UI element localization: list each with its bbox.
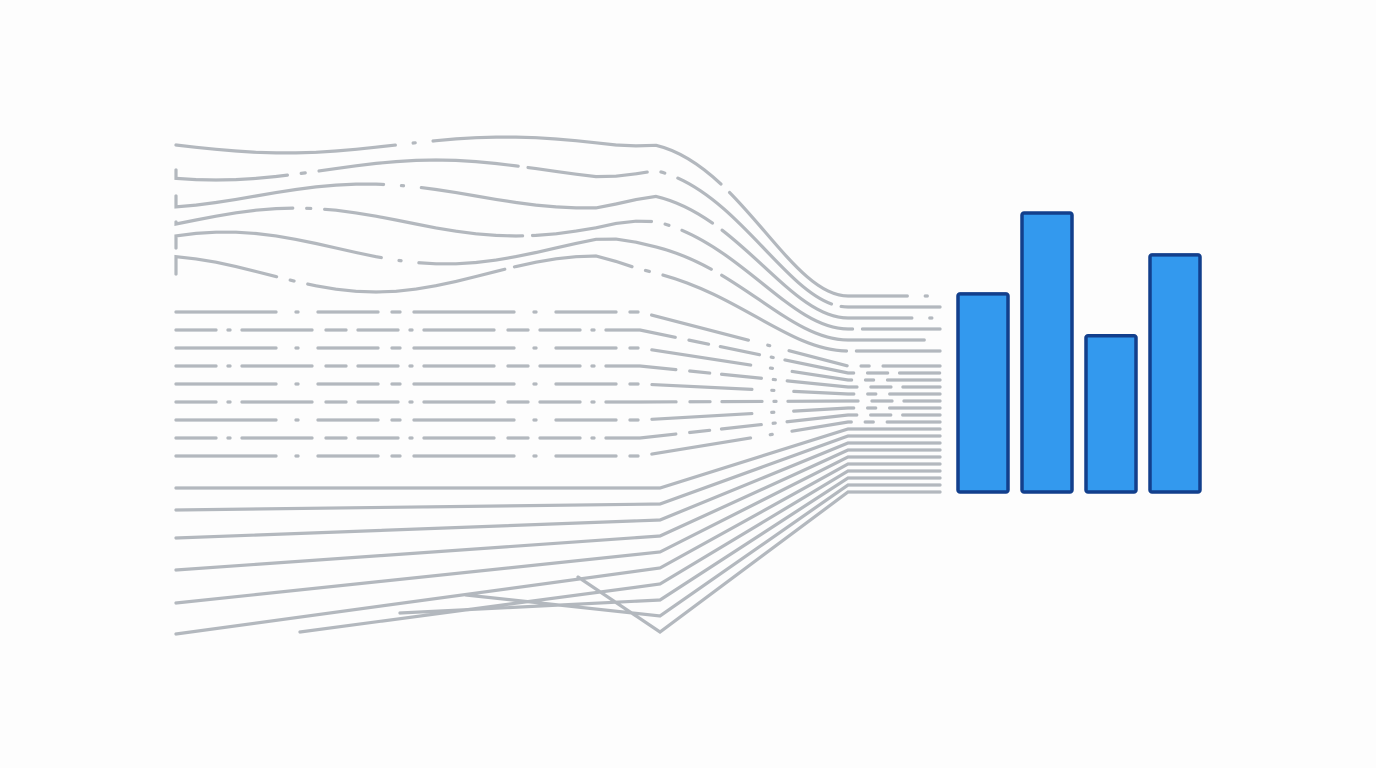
straight-data-line — [174, 441, 942, 540]
bar-4 — [1148, 253, 1202, 494]
bar-chart-icon — [956, 211, 1202, 494]
dashed-data-line — [174, 420, 942, 458]
straight-data-line — [174, 427, 942, 490]
dashed-data-line — [174, 346, 942, 382]
wavy-data-line — [174, 254, 942, 353]
converging-data-lines — [174, 135, 942, 636]
straight-data-line — [174, 455, 942, 605]
dashed-data-line — [174, 413, 942, 440]
straight-data-line — [576, 490, 942, 634]
dashed-data-line — [174, 328, 942, 375]
dashed-data-line — [174, 399, 942, 404]
straight-data-line — [174, 462, 942, 636]
straight-data-line — [174, 434, 942, 512]
bar-1 — [956, 292, 1010, 494]
dashed-data-line — [174, 382, 942, 396]
wavy-data-line — [174, 206, 942, 331]
dashed-data-line — [174, 406, 942, 422]
wavy-data-line — [174, 182, 942, 320]
bar-3 — [1084, 334, 1138, 494]
dashed-data-line — [174, 310, 942, 368]
wavy-data-line — [174, 158, 942, 309]
straight-data-line — [398, 476, 942, 615]
straight-data-line — [174, 448, 942, 572]
dashed-data-line — [174, 364, 942, 389]
bar-2 — [1020, 211, 1074, 494]
straight-data-line — [464, 483, 942, 618]
wavy-data-line — [174, 135, 942, 298]
wavy-data-line — [174, 230, 942, 342]
